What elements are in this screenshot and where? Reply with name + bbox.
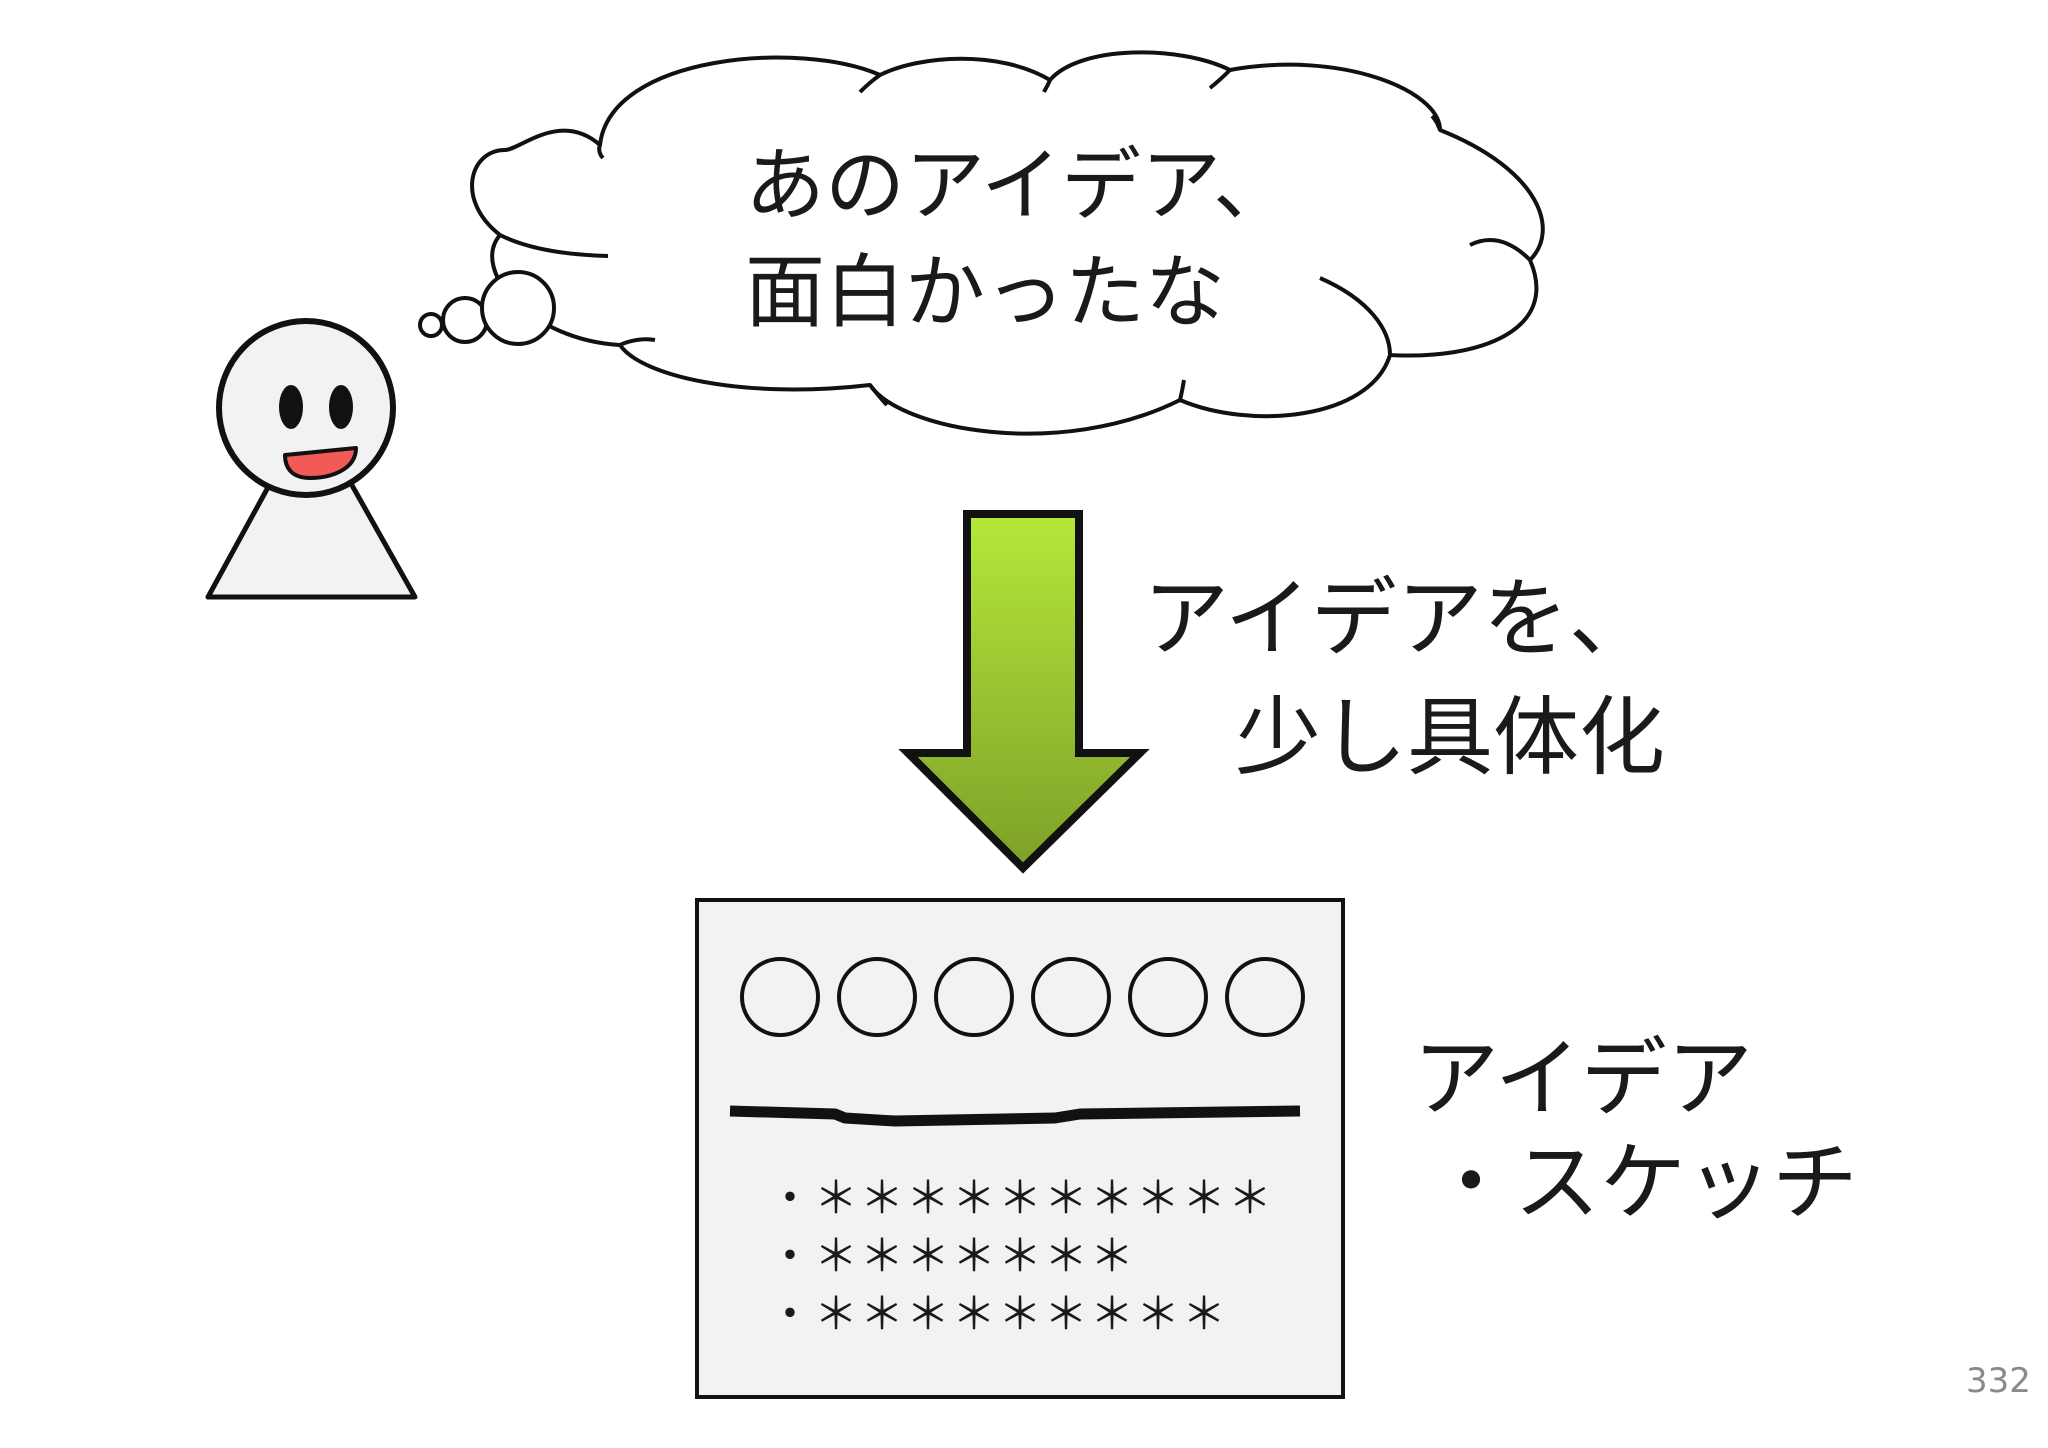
person-mouth: [283, 446, 358, 480]
sketch-circles: [740, 957, 1305, 1037]
idea-sketch-card: ・＊＊＊＊＊＊＊＊＊＊ ・＊＊＊＊＊＊＊ ・＊＊＊＊＊＊＊＊＊: [695, 898, 1345, 1399]
sketch-caption-line2: ・スケッチ: [1428, 1133, 1858, 1233]
sketch-circle: [934, 957, 1014, 1037]
person-eye-left: [279, 385, 303, 429]
thought-text-line1: あのアイデア、: [745, 139, 1293, 232]
sketch-circle: [837, 957, 917, 1037]
sketch-circle: [1031, 957, 1111, 1037]
sketch-circle: [740, 957, 820, 1037]
page-number: 332: [1966, 1361, 2031, 1401]
person-eye-right: [329, 385, 353, 429]
sketch-card-frame: [695, 898, 1345, 1399]
sketch-circle: [1225, 957, 1305, 1037]
sketch-bullet-2: ・＊＊＊＊＊＊＊: [768, 1231, 1136, 1282]
arrow-caption-line2: 少し具体化: [1235, 688, 1665, 788]
thought-cloud: [470, 50, 1545, 436]
thought-trail: [418, 270, 556, 346]
thought-trail-small: [418, 312, 444, 338]
sketch-bullet-3: ・＊＊＊＊＊＊＊＊＊: [768, 1289, 1228, 1340]
sketch-circle: [1128, 957, 1208, 1037]
thought-text-line2: 面白かったな: [745, 246, 1225, 339]
thought-trail-large: [480, 270, 556, 346]
sketch-caption-line1: アイデア: [1413, 1029, 1753, 1129]
sketch-divider-line: [729, 1105, 1301, 1127]
arrow-caption-line1: アイデアを、: [1143, 569, 1655, 669]
person-figure: [205, 318, 418, 600]
down-arrow: [898, 510, 1150, 874]
sketch-bullet-1: ・＊＊＊＊＊＊＊＊＊＊: [768, 1173, 1274, 1224]
